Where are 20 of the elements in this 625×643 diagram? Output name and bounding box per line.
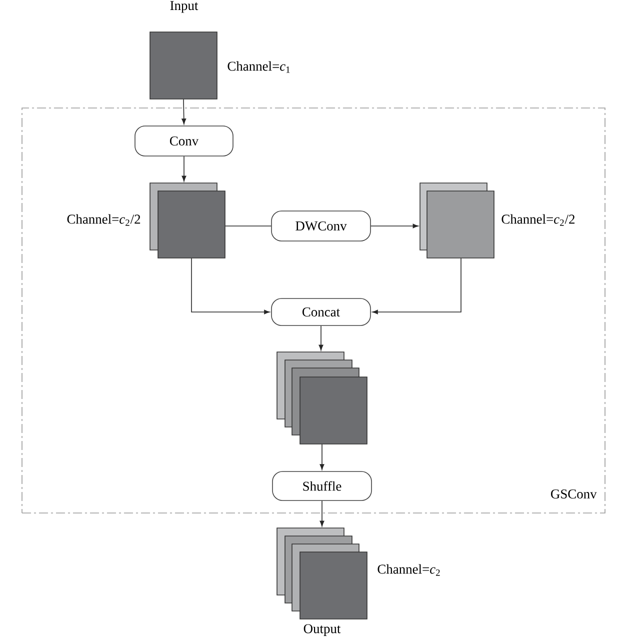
process-box: Shuffle xyxy=(272,471,372,501)
channel-label: Channel=c$_{1}$ xyxy=(228,61,290,73)
feature-map-stack xyxy=(276,352,368,444)
arrow xyxy=(191,258,270,314)
process-box: Concat xyxy=(271,298,371,326)
process-box: Conv xyxy=(134,126,234,156)
arrow xyxy=(182,98,186,124)
arrow xyxy=(372,258,462,314)
channel-label: Channel=c$_{2}$ xyxy=(378,564,440,576)
arrow xyxy=(318,326,324,350)
node-label: GSConv xyxy=(551,489,597,499)
arrow xyxy=(182,156,186,182)
arrow xyxy=(320,500,324,526)
node-label: Output xyxy=(304,624,341,636)
arrow xyxy=(370,224,418,228)
channel-label: Channel=c$_{2}$/2 xyxy=(502,214,574,226)
node-label: Input xyxy=(170,1,198,13)
arrow xyxy=(320,444,324,470)
channel-label: Channel=c$_{2}$/2 xyxy=(67,214,140,226)
process-box: DWConv xyxy=(271,210,371,242)
